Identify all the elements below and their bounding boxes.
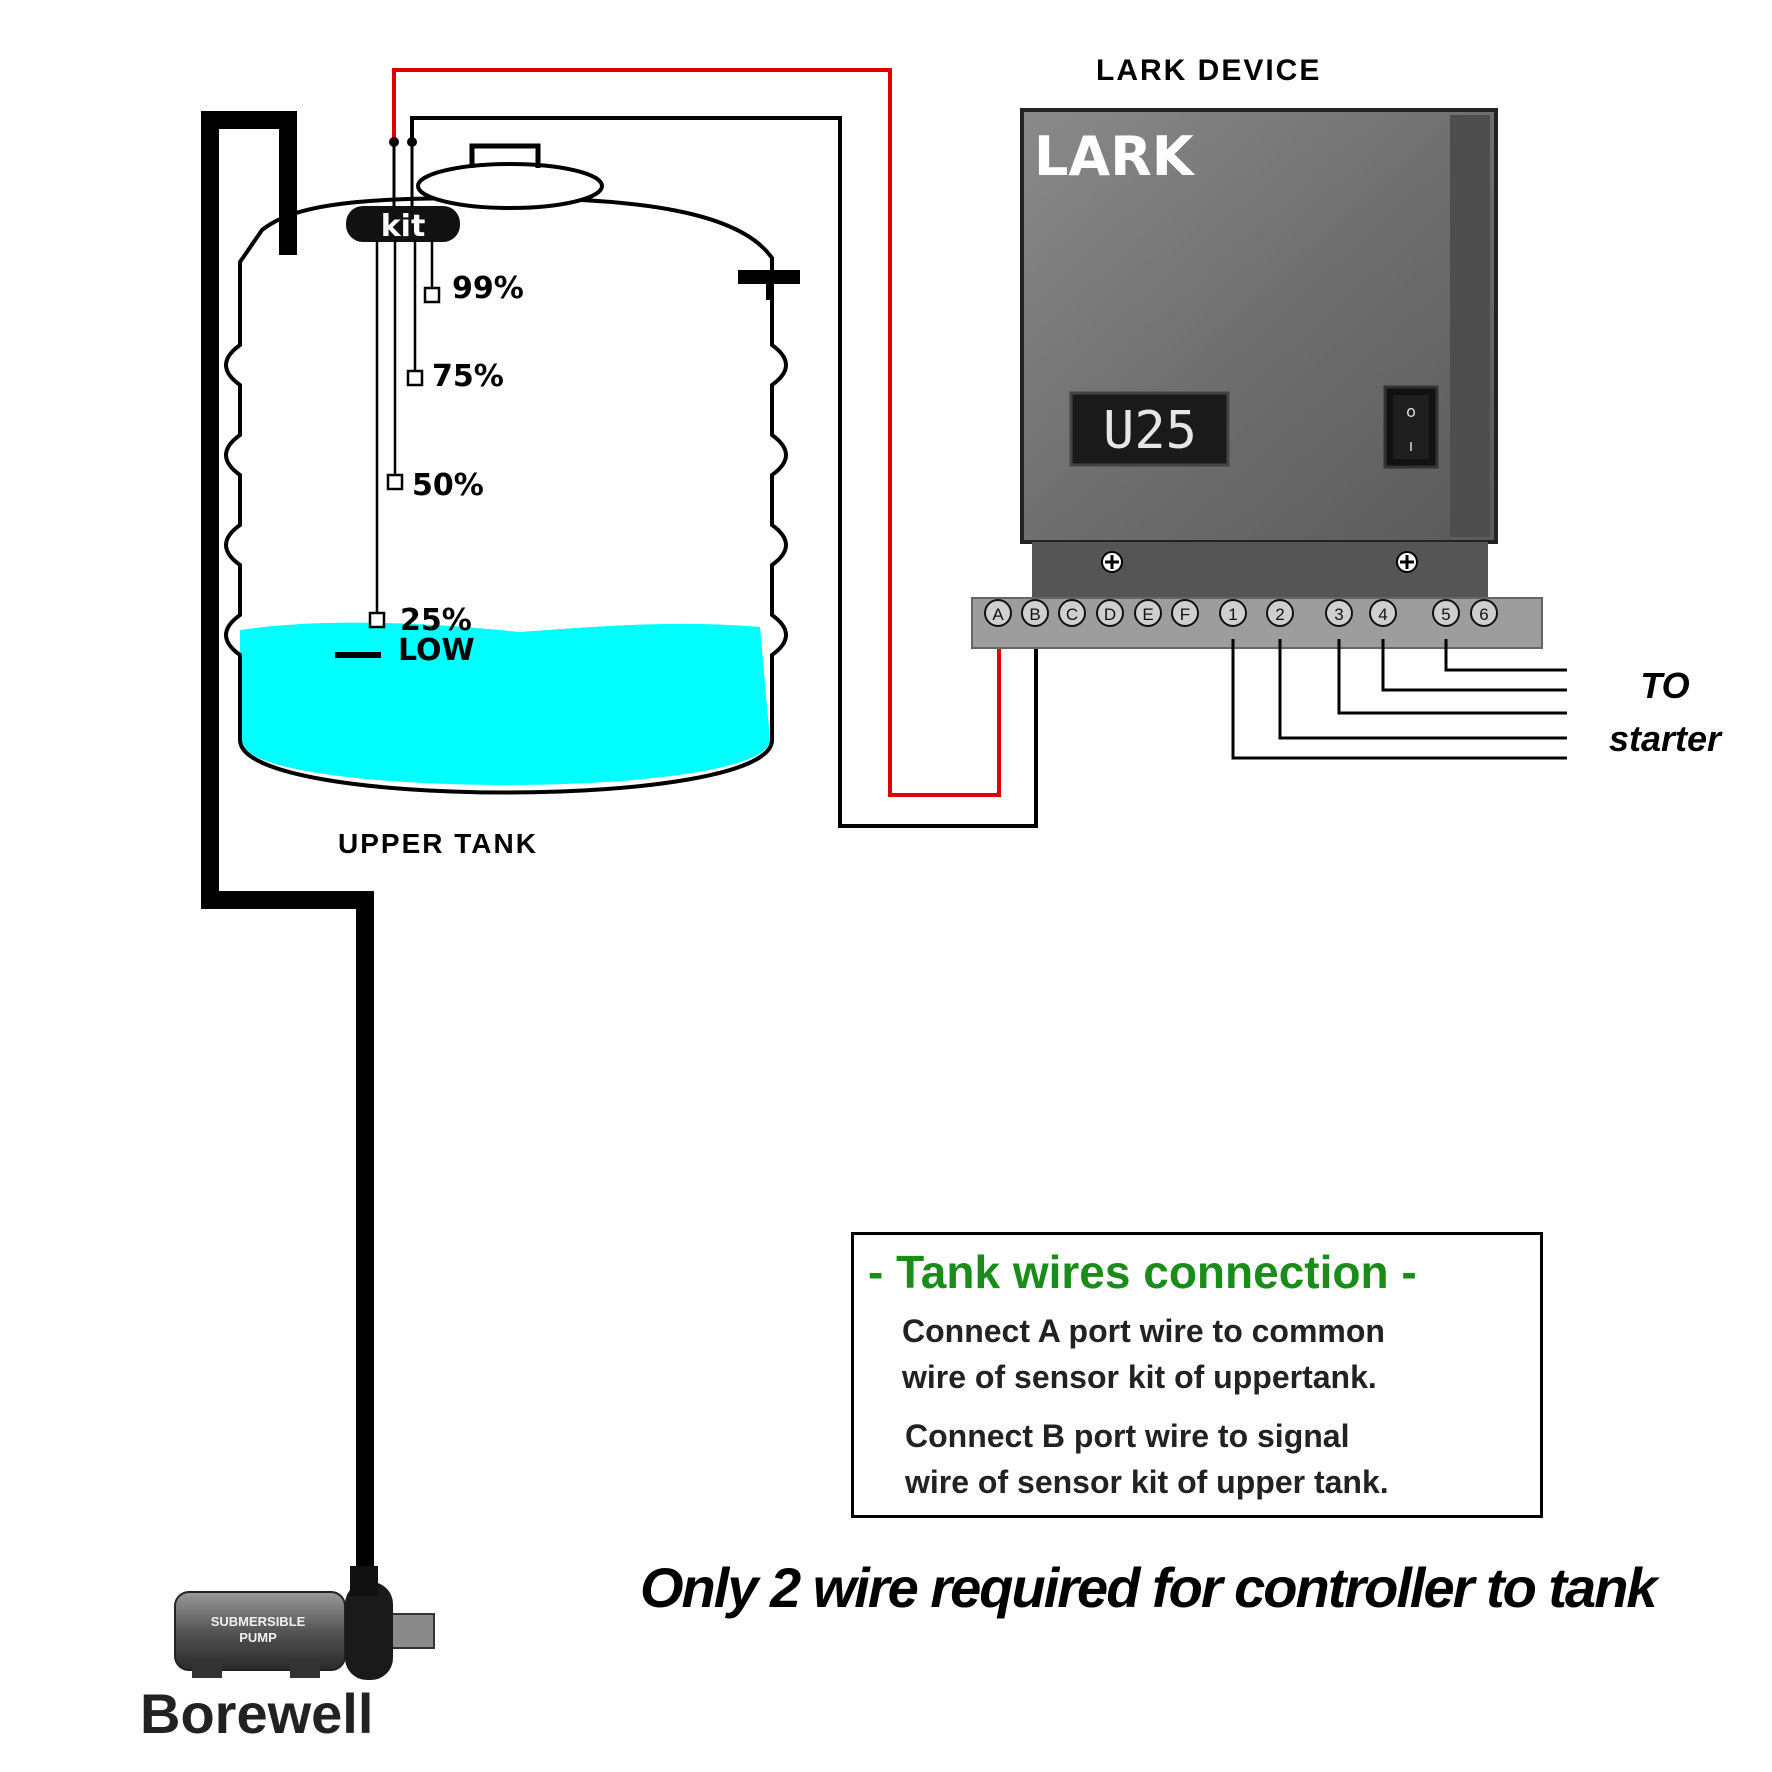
starter-label-to: TO	[1640, 665, 1689, 706]
device-display	[1069, 391, 1230, 467]
low-label: LOW	[398, 633, 475, 668]
tank-label: UPPER TANK	[338, 828, 538, 859]
switch-mark-on: o	[1406, 402, 1416, 421]
note-line-3: Connect B port wire to signal	[905, 1418, 1350, 1454]
terminal-label: 3	[1334, 605, 1343, 624]
delivery-pipe	[201, 111, 374, 1600]
terminal-label: B	[1029, 605, 1040, 624]
terminal-4: 4	[1369, 599, 1397, 627]
terminal-label: A	[992, 605, 1004, 624]
common-wire	[410, 116, 1038, 828]
tank-lid	[416, 162, 604, 210]
upper-tank	[224, 143, 800, 795]
note-line-2: wire of sensor kit of uppertank.	[902, 1359, 1377, 1395]
device-brand: LARK	[1034, 125, 1196, 188]
level-25-label: 25%	[400, 603, 472, 638]
terminal-5: 5	[1432, 599, 1460, 627]
terminal-d: D	[1096, 599, 1124, 627]
lark-device: LARK DEVICE LARK U25 o ı A B C D E F 1 2 3 4 5 6	[971, 54, 1543, 649]
terminal-b: B	[1021, 599, 1049, 627]
tank-outline	[224, 195, 788, 795]
device-title: LARK DEVICE	[1096, 54, 1321, 87]
screw-icon	[1101, 551, 1123, 573]
sensor-kit: kit 99% 75% 50% 25% LOW	[335, 142, 524, 668]
probe-99	[423, 286, 441, 304]
probe-50	[386, 473, 404, 491]
low-marker	[335, 652, 381, 658]
level-75-label: 75%	[432, 359, 504, 394]
terminal-label: E	[1142, 605, 1153, 624]
submersible-pump: SUBMERSIBLE PUMP	[174, 1566, 435, 1680]
display-value: U25	[1103, 401, 1197, 461]
terminal-f: F	[1171, 599, 1199, 627]
terminal-label: 2	[1275, 605, 1284, 624]
terminal-label: C	[1066, 605, 1078, 624]
device-body	[1020, 108, 1498, 544]
mounting-plate	[1032, 542, 1488, 598]
level-50-label: 50%	[412, 468, 484, 503]
switch-mark-off: ı	[1409, 436, 1413, 455]
terminal-label: 5	[1441, 605, 1450, 624]
lid-handle	[469, 143, 541, 168]
terminal-label: F	[1180, 605, 1190, 624]
probe-75	[406, 369, 424, 387]
terminal-label: 1	[1228, 605, 1237, 624]
water-fill	[240, 622, 770, 785]
note-line-4: wire of sensor kit of upper tank.	[905, 1464, 1389, 1500]
terminal-3: 3	[1325, 599, 1353, 627]
level-99-label: 99%	[452, 271, 524, 306]
terminal-label: 6	[1479, 605, 1488, 624]
terminal-label: 4	[1378, 605, 1387, 624]
starter-label-starter: starter	[1609, 718, 1723, 759]
signal-wire	[392, 68, 1001, 797]
kit-block	[346, 206, 460, 242]
terminal-1: 1	[1219, 599, 1247, 627]
starter-wiring	[1231, 639, 1567, 760]
note-line-1: Connect A port wire to common	[902, 1313, 1385, 1349]
terminal-group: A B C D E F 1 2 3 4 5 6	[984, 599, 1498, 627]
screw-icon	[1396, 551, 1418, 573]
footer-caption: Only 2 wire required for controller to t…	[640, 1556, 1658, 1619]
terminal-a: A	[984, 599, 1012, 627]
tank-wires-note: - Tank wires connection - Connect A port…	[851, 1232, 1543, 1518]
kit-label: kit	[381, 209, 426, 244]
probe-25	[368, 611, 386, 629]
borewell-label: Borewell	[140, 1682, 373, 1745]
terminal-label: D	[1104, 605, 1116, 624]
note-title: - Tank wires connection -	[868, 1246, 1417, 1298]
terminal-c: C	[1058, 599, 1086, 627]
pump-label-line1: SUBMERSIBLE	[211, 1614, 306, 1629]
terminal-6: 6	[1470, 599, 1498, 627]
overflow-fitting	[738, 270, 800, 284]
terminal-2: 2	[1266, 599, 1294, 627]
pump-label-line2: PUMP	[239, 1630, 277, 1645]
terminal-e: E	[1134, 599, 1162, 627]
